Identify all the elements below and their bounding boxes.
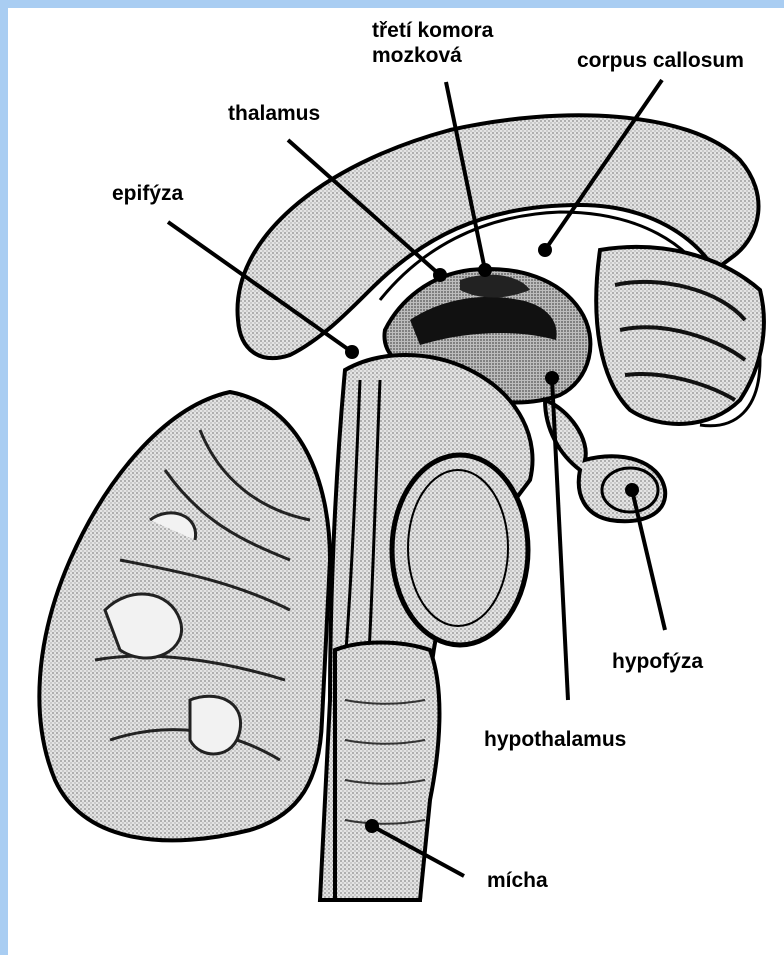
label-treti-komora-line2: mozková bbox=[372, 44, 462, 67]
label-epifyza: epifýza bbox=[112, 182, 184, 205]
label-corpus-callosum: corpus callosum bbox=[577, 49, 744, 72]
brain-sagittal-diagram: třetí komora mozková corpus callosum tha… bbox=[8, 8, 784, 955]
label-micha: mícha bbox=[487, 869, 548, 892]
label-thalamus: thalamus bbox=[228, 102, 320, 125]
cerebellum bbox=[39, 392, 330, 840]
diagram-frame: třetí komora mozková corpus callosum tha… bbox=[8, 8, 784, 955]
label-hypothalamus: hypothalamus bbox=[484, 728, 626, 751]
brainstem bbox=[320, 355, 533, 900]
label-hypofyza: hypofýza bbox=[612, 650, 703, 673]
label-treti-komora-line1: třetí komora bbox=[372, 19, 494, 42]
